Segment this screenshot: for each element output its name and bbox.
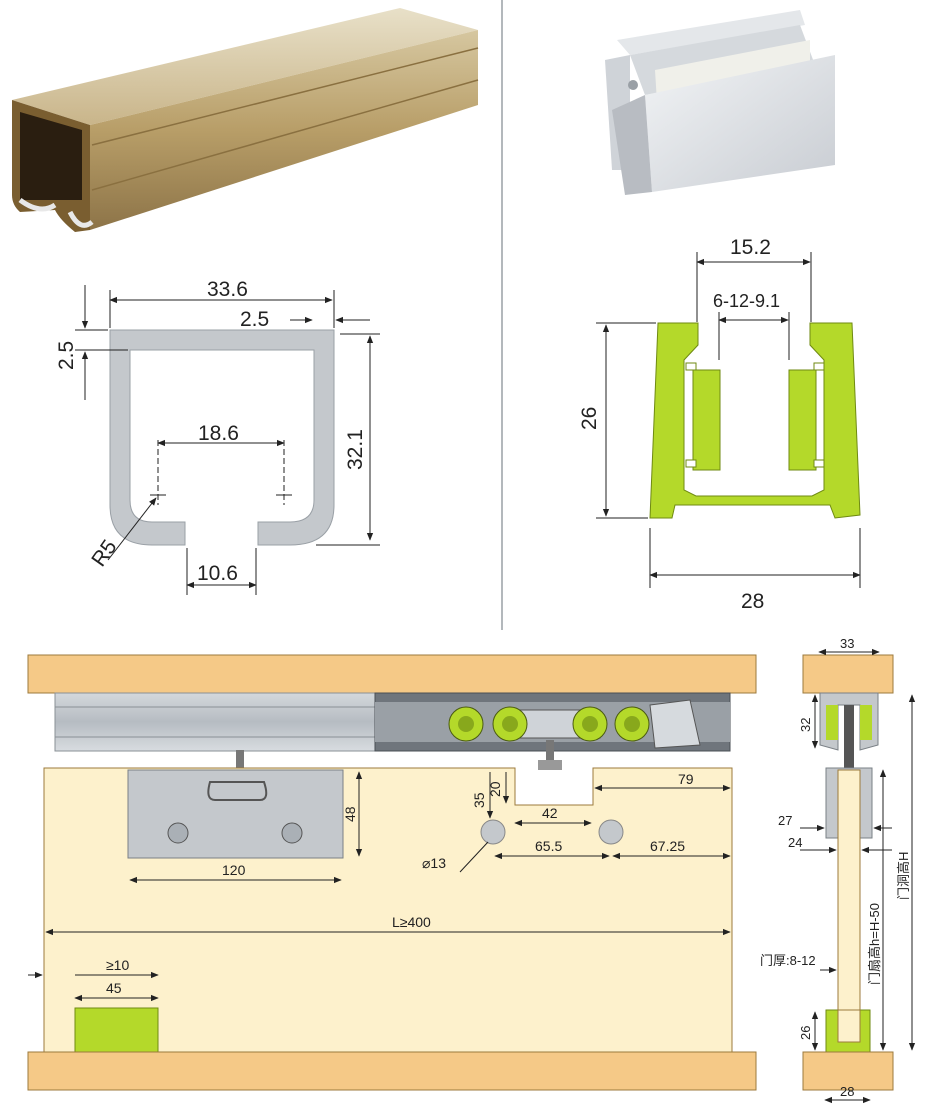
track-wall-label: 2.5 bbox=[240, 308, 269, 331]
track-width-label: 33.6 bbox=[207, 278, 248, 301]
side-bottom-width-label: 28 bbox=[840, 1084, 854, 1099]
guide-profile-drawing bbox=[596, 252, 861, 588]
side-dim-24-label: 24 bbox=[788, 835, 802, 850]
track-radius-label: R5 bbox=[87, 536, 121, 571]
track-slot-label: 18.6 bbox=[198, 422, 239, 445]
clamp-width-label: 120 bbox=[222, 862, 246, 878]
track-wall-left-label: 2.5 bbox=[55, 341, 78, 370]
side-section-view bbox=[800, 648, 916, 1104]
door-thickness-label: 门厚:8-12 bbox=[760, 953, 816, 968]
side-bottom-height-label: 26 bbox=[798, 1026, 813, 1040]
assembly-front-view bbox=[27, 654, 757, 1091]
guide-photo bbox=[605, 10, 835, 195]
hole-dia-label: ⌀13 bbox=[422, 855, 446, 871]
opening-height-label: 门洞高H bbox=[896, 852, 911, 900]
guide-gap-label: ≥10 bbox=[106, 957, 129, 973]
clamp-height-label: 48 bbox=[342, 806, 358, 822]
guide-width-assembly-label: 45 bbox=[106, 980, 122, 996]
hole-right-label: 67.25 bbox=[650, 838, 685, 854]
notch-depth-label: 20 bbox=[487, 781, 503, 797]
door-height-label: 门扇高h=H-50 bbox=[867, 903, 882, 985]
notch-width-label: 42 bbox=[542, 805, 558, 821]
guide-outer-label: 15.2 bbox=[730, 236, 771, 259]
length-label: L≥400 bbox=[392, 914, 431, 930]
side-dim-27-label: 27 bbox=[778, 813, 792, 828]
hole-spacing-label: 65.5 bbox=[535, 838, 562, 854]
track-height-label: 32.1 bbox=[344, 429, 367, 470]
track-profile-drawing bbox=[75, 285, 380, 595]
guide-width-label: 28 bbox=[741, 590, 764, 613]
track-photo bbox=[12, 8, 479, 232]
side-top-height-label: 32 bbox=[798, 718, 813, 732]
right-offset-label: 79 bbox=[678, 771, 694, 787]
track-opening-label: 10.6 bbox=[197, 562, 238, 585]
guide-inner-label: 6-12-9.1 bbox=[713, 291, 780, 311]
guide-height-label: 26 bbox=[578, 407, 601, 430]
hole-from-top-label: 35 bbox=[471, 792, 487, 808]
side-top-width-label: 33 bbox=[840, 636, 854, 651]
